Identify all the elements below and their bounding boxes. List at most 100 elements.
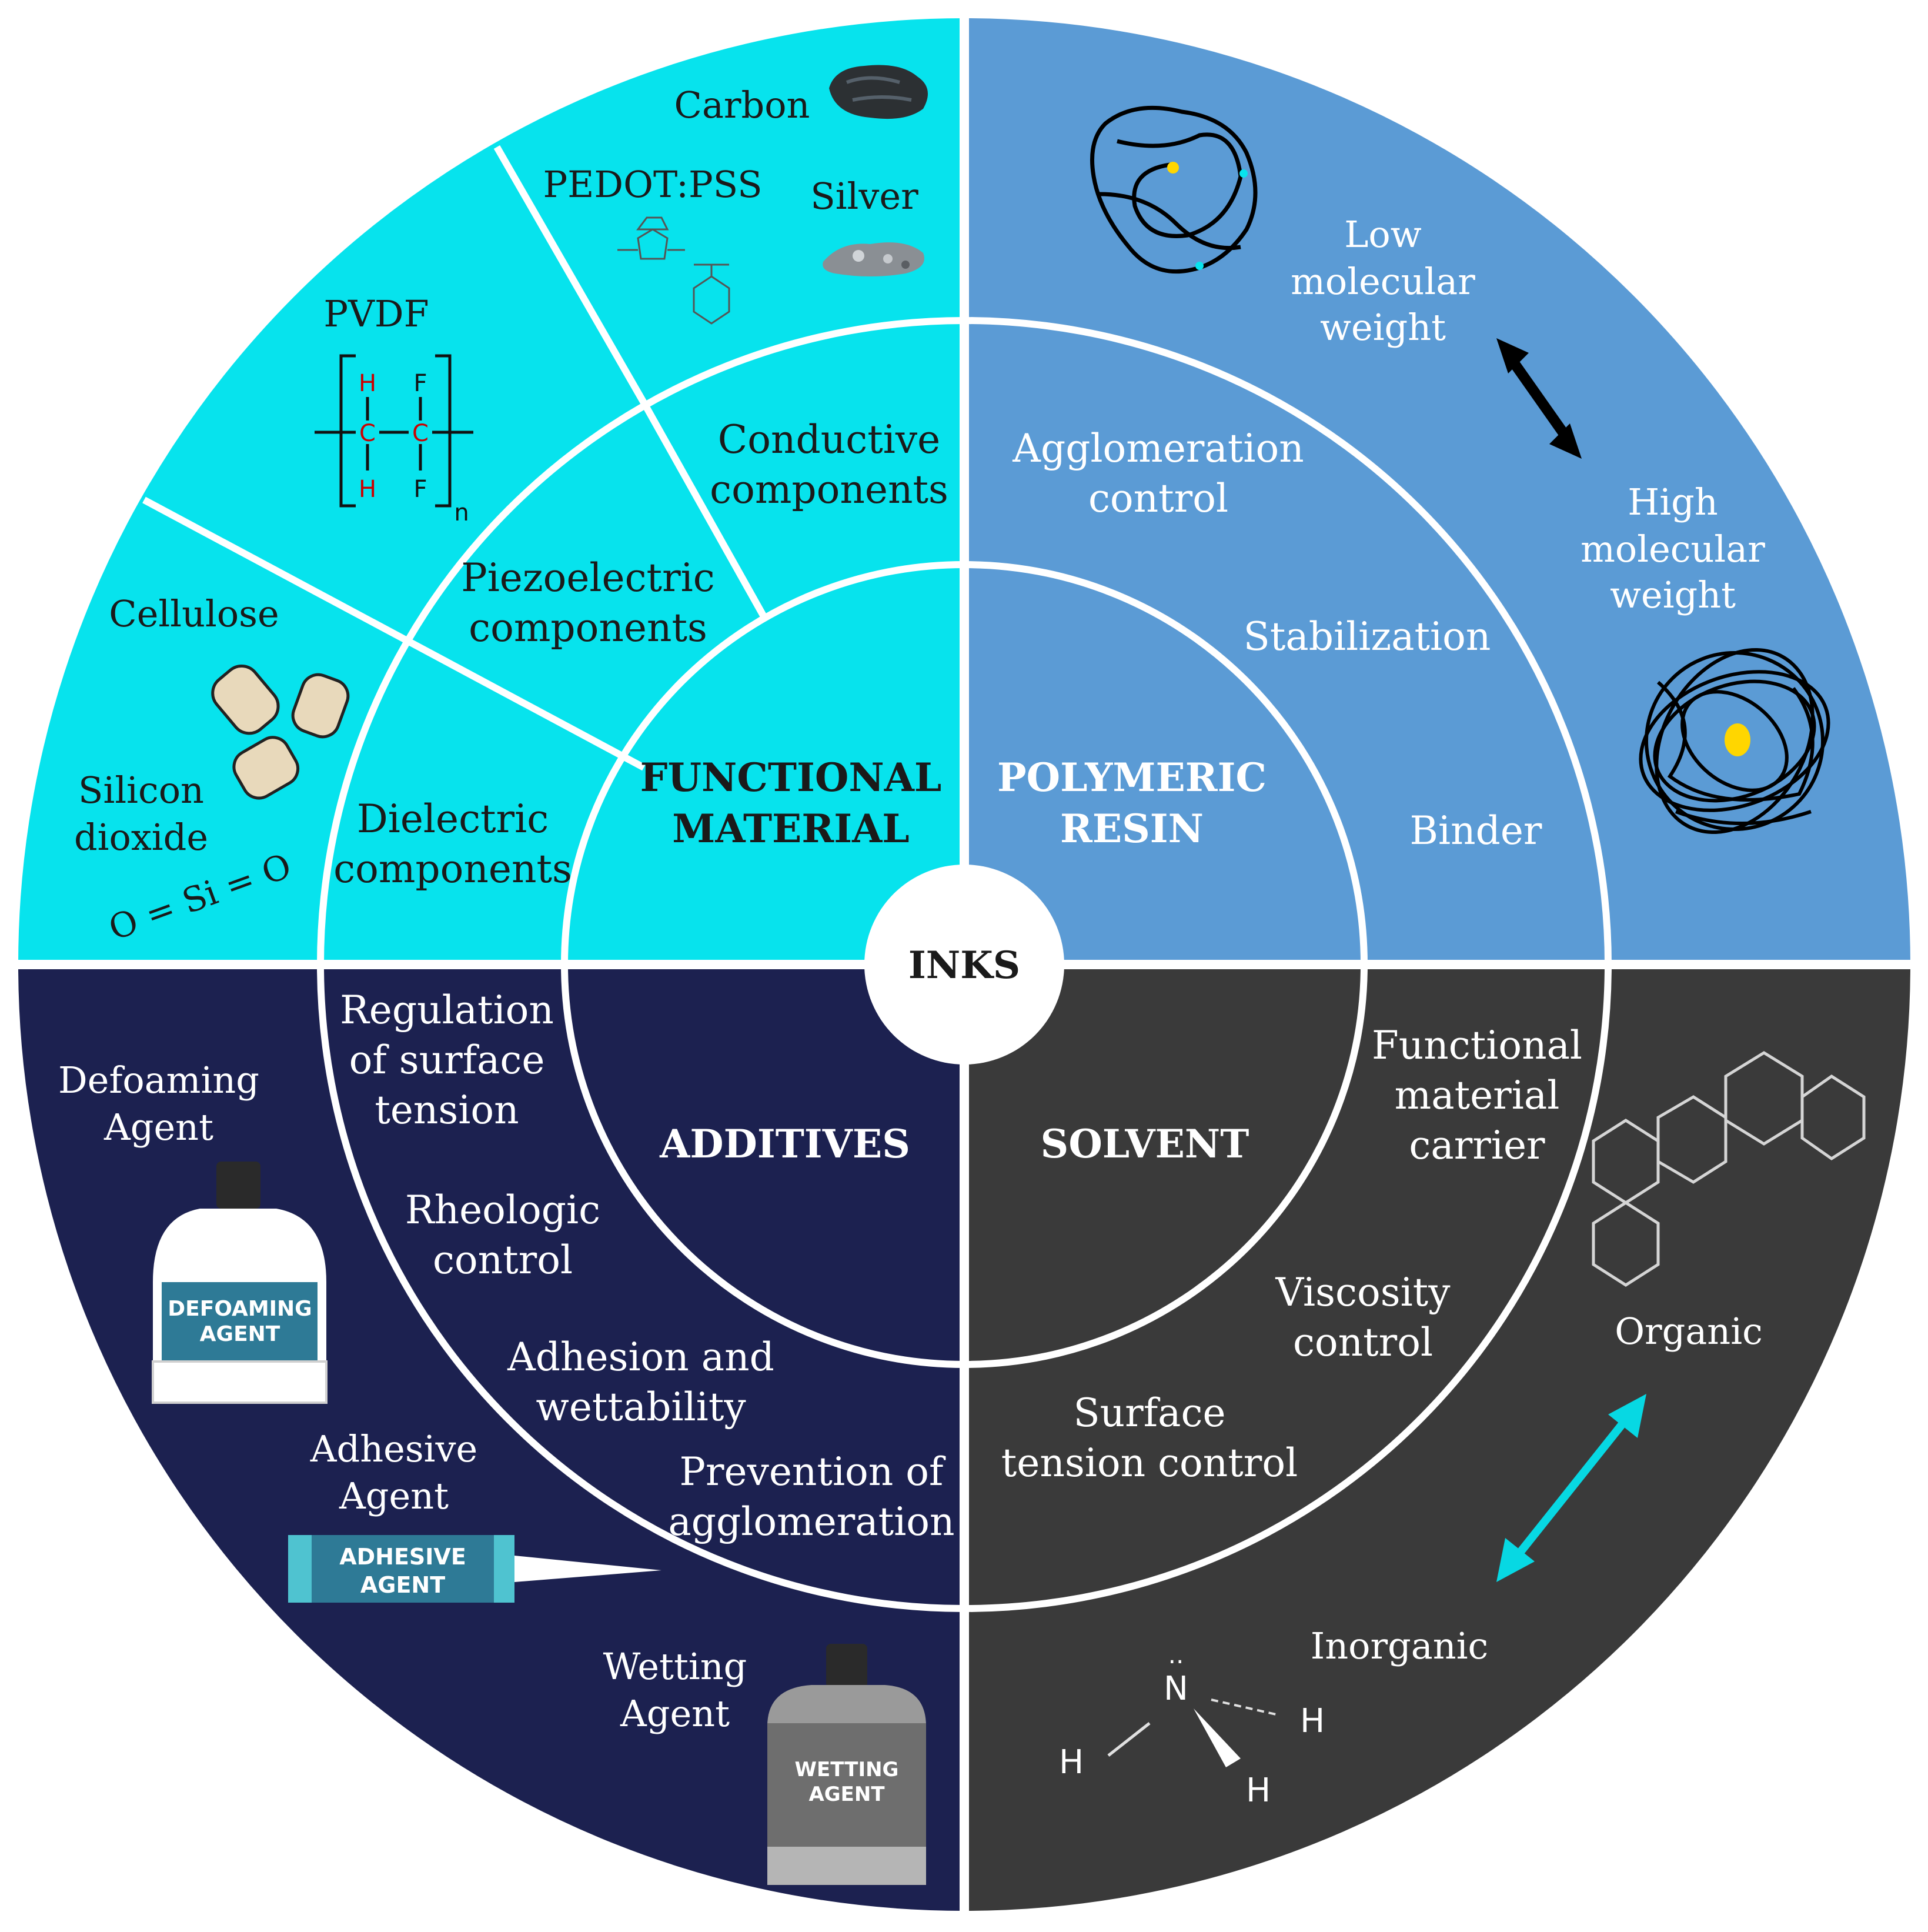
wetting-agent-line2: Agent [620,1692,730,1735]
carbon-label: Carbon [674,84,810,126]
silicon-line2: dioxide [74,816,208,859]
functional-title-line2: MATERIAL [672,806,909,852]
carbon-chunk-icon [829,65,928,119]
ammonia-h-right: H [1300,1702,1325,1740]
organic-inorganic-double-arrow-icon [1496,1394,1646,1582]
stabilization-label: Stabilization [1244,614,1491,659]
ammonia-n: N [1164,1670,1188,1708]
inner-ring [561,561,1368,1368]
functional-divider-3 [493,145,649,408]
pvdf-h-top: H [359,370,376,397]
center-circle [864,865,1064,1065]
piezoelectric-line1: Piezoelectric [461,555,714,600]
defoaming-line2: Agent [103,1106,213,1149]
carrier-line1: Functional [1372,1023,1582,1068]
carrier-line3: carrier [1409,1123,1545,1168]
low-weight-line1: Low [1344,213,1422,256]
organic-label: Organic [1615,1310,1763,1353]
outer-ring [317,317,1612,1612]
adhesive-tag-line2: AGENT [360,1572,445,1598]
surface-control-line2: tension control [1001,1440,1298,1486]
adhesive-tube-icon [288,1535,661,1603]
wetting-agent-line1: Wetting [603,1645,747,1688]
pedot-structure-icon [617,216,730,325]
cellulose-cylinders-icon [211,664,350,800]
wetting-tag-line1: WETTING [795,1758,899,1781]
adhesion-line2: wettability [536,1384,746,1430]
pvdf-f-top: F [413,370,427,397]
solvent-title: SOLVENT [1041,1121,1249,1167]
high-weight-line3: weight [1610,573,1736,616]
rheologic-line1: Rheologic [405,1187,600,1233]
high-weight-core-icon [1725,723,1750,756]
resin-title-line1: POLYMERIC [997,755,1267,800]
functional-divider-1 [642,404,768,619]
adhesive-tag-line1: ADHESIVE [339,1544,466,1570]
adhesive-agent-line2: Agent [339,1474,449,1517]
low-weight-line2: molecular [1291,260,1475,303]
pedot-label: PEDOT:PSS [543,163,762,206]
pvdf-f-bottom: F [413,476,427,503]
low-weight-line3: weight [1320,306,1446,349]
carrier-line2: material [1395,1073,1560,1118]
prevention-line2: agglomeration [668,1499,954,1544]
defoaming-tag-line2: AGENT [200,1322,280,1346]
cellulose-label: Cellulose [109,592,279,635]
wetting-bottle-icon [767,1644,926,1885]
surface-tension-line3: tension [375,1087,519,1133]
pvdf-h-bottom: H [359,476,376,503]
defoaming-bottle-icon [152,1162,328,1404]
surface-tension-line1: Regulation [340,987,554,1033]
functional-title-line1: FUNCTIONAL [640,755,942,800]
pvdf-n-subscript: n [454,499,469,526]
inorganic-label: Inorganic [1311,1624,1489,1667]
conductive-line1: Conductive [718,417,940,462]
outer-border [12,12,1916,1917]
prevention-line1: Prevention of [680,1449,946,1494]
resin-title-line2: RESIN [1060,806,1204,852]
polymeric-resin-quadrant [964,18,1911,965]
silver-chunk-icon [823,242,924,276]
dielectric-line1: Dielectric [357,796,549,842]
ammonia-h-left: H [1059,1743,1084,1781]
low-weight-dot-icon [1195,262,1204,270]
additives-title: ADDITIVES [659,1121,910,1167]
viscosity-line1: Viscosity [1275,1270,1451,1315]
ammonia-h-bottom: H [1246,1771,1271,1810]
pvdf-c-right: C [412,420,429,447]
adhesive-agent-line1: Adhesive [310,1427,477,1470]
pvdf-label: PVDF [323,292,429,335]
ammonia-lone-pair: .. [1168,1640,1184,1669]
ammonia-molecule-icon [1107,1699,1277,1767]
high-weight-line2: molecular [1581,528,1765,570]
silicon-line1: Silicon [78,769,204,812]
silver-label: Silver [810,175,918,218]
low-weight-core-icon [1167,162,1179,173]
dielectric-line2: components [333,846,572,892]
functional-divider-4 [142,496,407,643]
low-molecular-polymer-icon [1090,105,1258,274]
center-label: INKS [908,943,1020,987]
defoaming-tag-line1: DEFOAMING [168,1297,312,1321]
rheologic-line2: control [433,1237,573,1283]
adhesion-line1: Adhesion and [507,1334,774,1380]
pvdf-structure-icon [315,354,473,508]
solvent-quadrant [964,965,1911,1911]
surface-control-line1: Surface [1073,1390,1225,1436]
agglomeration-line1: Agglomeration [1012,426,1304,471]
high-weight-line1: High [1628,481,1718,523]
conductive-line2: components [710,467,948,512]
high-molecular-polymer-icon [1639,648,1830,834]
piezoelectric-line2: components [469,605,707,650]
viscosity-line2: control [1293,1320,1433,1365]
molecular-weight-double-arrow-icon [1496,338,1582,459]
surface-tension-line2: of surface [349,1037,545,1083]
defoaming-line1: Defoaming [58,1059,259,1102]
wetting-tag-line2: AGENT [808,1783,885,1806]
agglomeration-line2: control [1088,476,1228,521]
functional-divider-2 [404,636,646,771]
pvdf-c-left: C [359,420,376,447]
aromatic-ring-structure-icon [1592,1051,1866,1287]
